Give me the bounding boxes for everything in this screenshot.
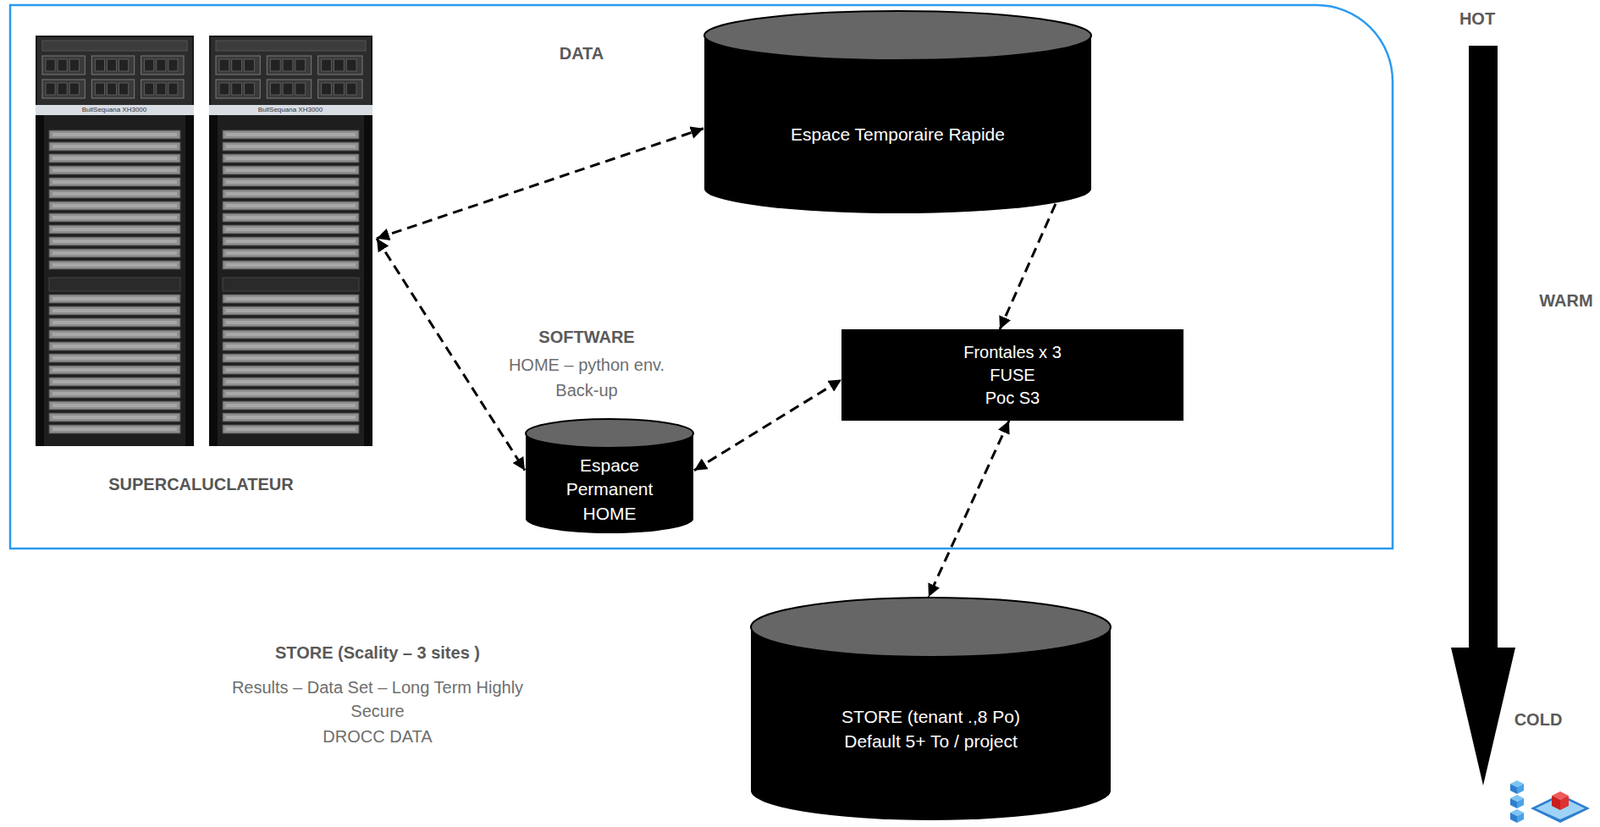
node-text-area: Frontales x 3FUSEPoc S3 [841, 329, 1184, 421]
storage-cylinder: Espace Temporaire Rapide [703, 10, 1093, 215]
logo [1510, 780, 1590, 823]
cylinder-body [704, 35, 1092, 214]
dashed-connector [376, 238, 525, 471]
node-text-area: STORE (tenant .,8 Po)Default 5+ To / pro… [750, 657, 1112, 801]
storage-cylinder: STORE (tenant .,8 Po)Default 5+ To / pro… [750, 596, 1112, 822]
dashed-connector [999, 204, 1056, 330]
node-text: Frontales x 3 [963, 341, 1062, 365]
node-text-area: Espace Permanent HOME [524, 448, 695, 531]
cylinder-top [704, 11, 1092, 61]
data-region-outline [10, 5, 1393, 549]
server-rack [35, 35, 194, 447]
node-text: Espace Temporaire Rapide [790, 122, 1005, 147]
node-text: Default 5+ To / project [844, 729, 1017, 754]
annotation-label: Back-up [555, 378, 618, 403]
frontend-box: Frontales x 3FUSEPoc S3 [841, 329, 1184, 421]
cylinder-top [525, 419, 694, 448]
annotation-label: HOME – python env. [508, 353, 665, 377]
node-text: FUSE [989, 364, 1035, 387]
dashed-connector [694, 379, 842, 470]
annotation-label: Results – Data Set – Long Term Highly Se… [204, 675, 552, 723]
node-text: STORE (tenant .,8 Po) [841, 705, 1021, 729]
node-shape [703, 10, 1093, 215]
annotation-label: HOT [1459, 6, 1496, 31]
supercomputer-node: SUPERCALUCLATEUR [25, 32, 377, 502]
annotation-label: COLD [1514, 707, 1563, 732]
storage-cylinder: Espace Permanent HOME [524, 418, 695, 535]
node-text-area: Espace Temporaire Rapide [703, 60, 1093, 210]
node-text: Poc S3 [985, 386, 1040, 410]
temperature-arrow [1451, 45, 1516, 786]
server-rack [209, 35, 373, 447]
annotation-label: DATA [559, 41, 605, 66]
cylinder-top [750, 597, 1111, 657]
node-caption: SUPERCALUCLATEUR [108, 473, 294, 497]
annotation-label: SOFTWARE [538, 325, 635, 349]
annotation-label: WARM [1539, 288, 1593, 313]
rack-illustration [25, 32, 377, 502]
annotation-label: DROCC DATA [322, 724, 432, 749]
dashed-connector [928, 420, 1010, 597]
node-text: Espace Permanent HOME [554, 453, 665, 526]
dashed-connector [376, 128, 704, 239]
node-text-area: SUPERCALUCLATEUR [25, 473, 377, 497]
annotation-label: STORE (Scality – 3 sites ) [275, 640, 480, 665]
